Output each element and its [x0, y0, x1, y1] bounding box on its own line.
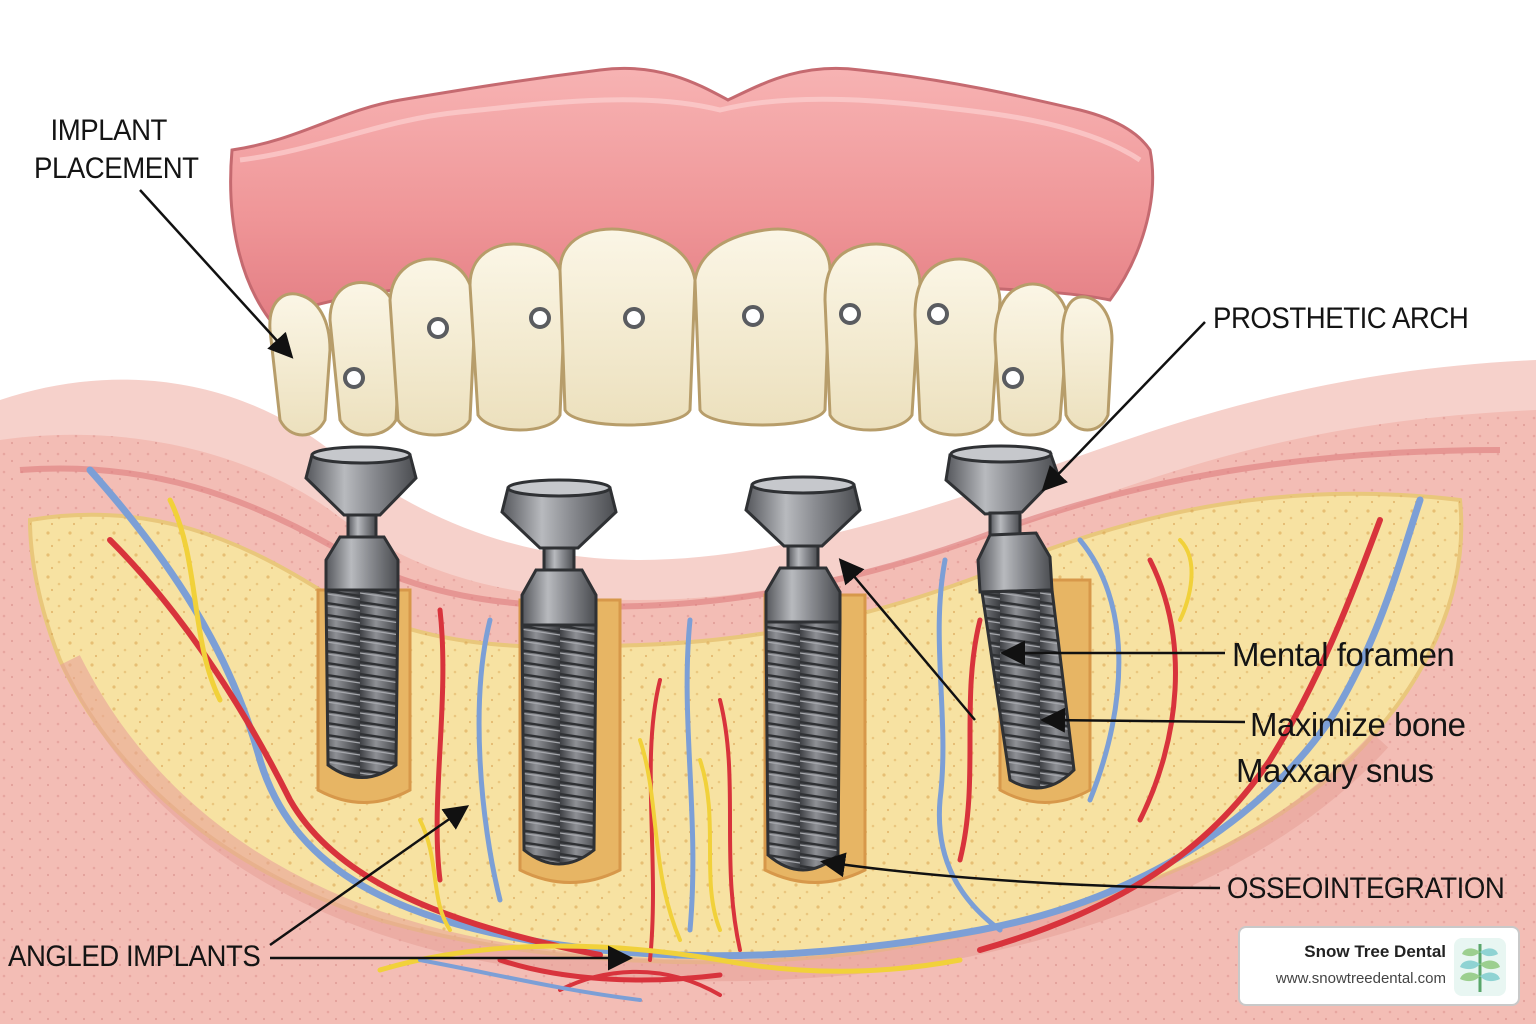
brand-name: Snow Tree Dental [1304, 942, 1446, 961]
label-implant-placement-line2: PLACEMENT [34, 152, 199, 185]
leader-prosthetic-arch [1041, 321, 1206, 492]
leader-osseo-implant3 [838, 558, 976, 721]
denture-screw-holes [343, 303, 1024, 389]
brand-badge[interactable]: Snow Tree Dental www.snowtreedental.com [1238, 926, 1520, 1006]
label-implant-placement: IMPLANT PLACEMENT [34, 112, 199, 188]
vessels [86, 466, 1424, 1002]
implant-2 [500, 478, 618, 866]
brand-url: www.snowtreedental.com [1275, 970, 1446, 987]
denture-teeth [268, 227, 1114, 437]
leader-maximize-bone [1040, 707, 1246, 733]
label-angled-implants: ANGLED IMPLANTS [8, 940, 261, 973]
leader-implant-placement [139, 189, 294, 359]
leader-angled-implants-1 [269, 805, 470, 947]
implant-3 [744, 475, 862, 872]
tree-logo-icon [1454, 938, 1506, 996]
label-maxxary-snus: Maxxary snus [1236, 752, 1434, 789]
implant-1 [304, 445, 418, 779]
gum-ridge [19, 447, 1501, 610]
implant-4 [944, 444, 1076, 790]
label-mental-foramen: Mental foramen [1232, 636, 1455, 673]
label-osseointegration: OSSEOINTEGRATION [1227, 872, 1505, 905]
leader-lines [139, 189, 1246, 971]
bone-lower-rim [60, 655, 1389, 982]
label-prosthetic-arch: PROSTHETIC ARCH [1213, 302, 1469, 335]
label-maximize-bone: Maximize bone [1250, 706, 1466, 743]
label-implant-placement-line1: IMPLANT [50, 114, 168, 147]
leader-osseointegration [820, 852, 1221, 890]
denture [229, 66, 1155, 437]
bone-texture [30, 493, 1462, 963]
